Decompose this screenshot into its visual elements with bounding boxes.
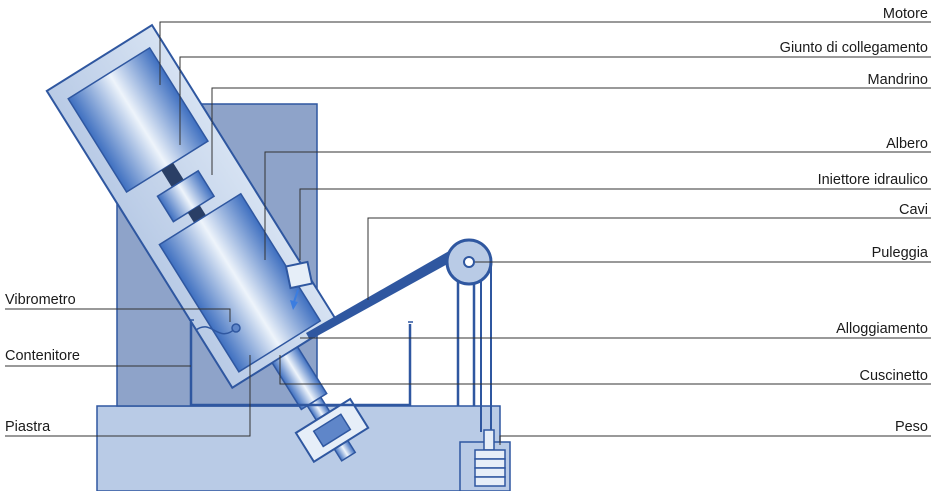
vibrometer-wire bbox=[195, 326, 237, 335]
label-piastra: Piastra bbox=[5, 419, 51, 435]
base-platform bbox=[96, 405, 501, 491]
label-vibrometro: Vibrometro bbox=[5, 292, 76, 308]
spindle bbox=[158, 192, 322, 373]
motor bbox=[67, 46, 209, 194]
pulley-axle bbox=[463, 256, 475, 268]
label-peso: Peso bbox=[895, 419, 928, 435]
label-puleggia: Puleggia bbox=[872, 245, 929, 261]
hydraulic-injector bbox=[284, 260, 314, 290]
label-cavi: Cavi bbox=[899, 202, 928, 218]
label-motore: Motore bbox=[883, 6, 928, 22]
weight-hanger bbox=[483, 429, 495, 451]
cable bbox=[306, 247, 462, 340]
injector-arrow-line bbox=[293, 289, 299, 303]
injector-arrow-icon bbox=[290, 300, 298, 310]
label-cuscinetto: Cuscinetto bbox=[859, 368, 928, 384]
label-alloggiamento: Alloggiamento bbox=[836, 321, 928, 337]
label-albero: Albero bbox=[886, 136, 928, 152]
container bbox=[189, 319, 413, 407]
spindle-assembly bbox=[45, 23, 370, 464]
label-iniettore: Iniettore idraulico bbox=[818, 172, 928, 188]
label-contenitore: Contenitore bbox=[5, 348, 80, 364]
bearing bbox=[312, 413, 352, 448]
label-mandrino: Mandrino bbox=[868, 72, 928, 88]
vibrometer-sensor bbox=[231, 323, 241, 333]
label-giunto: Giunto di collegamento bbox=[780, 40, 928, 56]
leader-lines bbox=[5, 21, 931, 445]
weight bbox=[474, 449, 506, 487]
